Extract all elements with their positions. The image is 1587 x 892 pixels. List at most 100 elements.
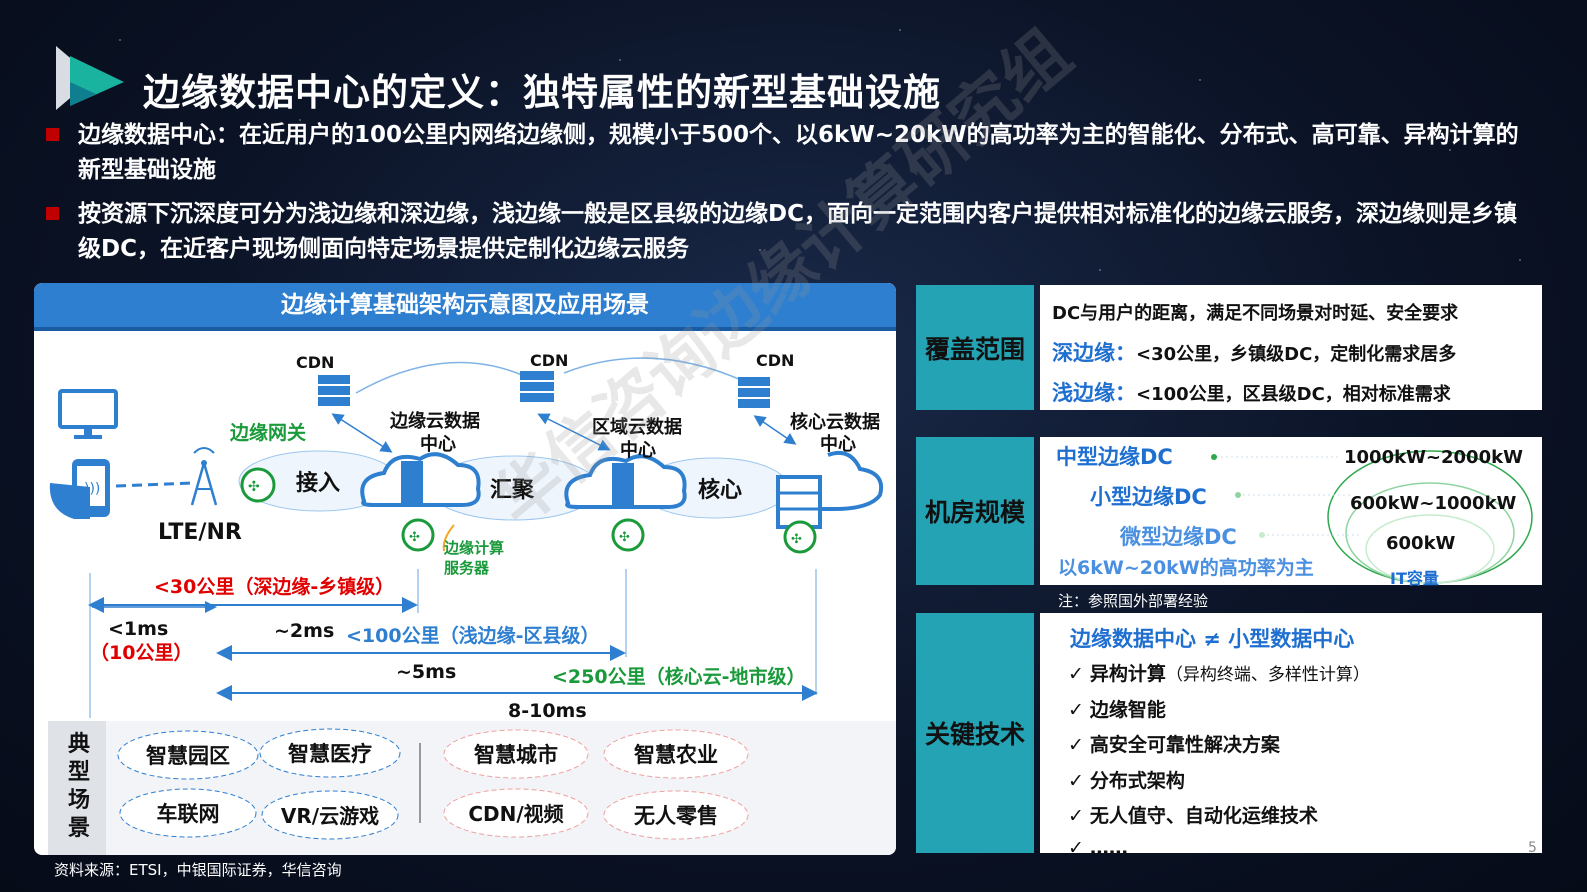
tech-list-item: ✓高安全可靠性解决方案 [1068, 730, 1370, 766]
edge-server-label-line2: 服务器 [444, 559, 490, 577]
scenario-pill: 无人零售 [603, 790, 749, 840]
tech-item-main: 边缘智能 [1089, 698, 1166, 721]
core-dc-label-line1: 核心云数据 [790, 411, 880, 433]
regional-cloud-dc-icon [564, 454, 687, 509]
scenario-pill: VR/云游戏 [261, 790, 399, 840]
tech-item-main: 分布式架构 [1089, 769, 1185, 792]
tech-heading: 边缘数据中心 ≠ 小型数据中心 [1070, 627, 1355, 651]
distance-250km-label: <250公里（核心云-地市级） [552, 665, 805, 688]
latency-2ms-label: ~2ms [274, 620, 334, 642]
deep-edge-key: 深边缘： [1052, 341, 1136, 365]
scenario-smart-park: 智慧园区 [146, 744, 230, 768]
tech-item-main: 异构计算 [1089, 663, 1166, 685]
micro-edge-dc: 微型边缘DC [1120, 525, 1237, 549]
distance-100km-label: <100公里（浅边缘-区县级） [346, 624, 599, 647]
scenario-smart-health: 智慧医疗 [288, 742, 372, 766]
tech-list-item: ✓分布式架构 [1068, 766, 1370, 802]
scenario-smart-city: 智慧城市 [474, 743, 558, 767]
svg-text:✣: ✣ [791, 532, 802, 547]
segment-core-label: 核心 [698, 477, 742, 503]
cdn-dc-arrow [753, 415, 797, 445]
scenario-cdn-video: CDN/视频 [468, 802, 563, 826]
tech-list-item: ✓异构计算（异构终端、多样性计算） [1068, 659, 1370, 695]
wireless-link-line [115, 481, 195, 488]
page-number: 5 [1528, 840, 1537, 856]
edge-dc-label-line1: 边缘云数据 [389, 410, 480, 432]
scenario-label-char: 场 [68, 788, 90, 813]
shallow-edge-value: <100公里，区县级DC，相对标准需求 [1136, 384, 1451, 405]
scale-label: 机房规模 [916, 437, 1034, 585]
deep-edge-value: <30公里，乡镇级DC，定制化需求居多 [1136, 344, 1457, 365]
tech-label: 关键技术 [916, 613, 1034, 853]
bullet-text: 边缘数据中心：在近用户的100公里内网络边缘侧，规模小于500个、以6kW~20… [78, 122, 1519, 183]
segment-access-label: 接入 [296, 471, 340, 496]
scenario-unmanned-retail: 无人零售 [634, 804, 718, 828]
tech-item-sub: （异构终端、多样性计算） [1165, 665, 1370, 685]
server-pointer-line [442, 524, 455, 552]
check-icon: ✓ [1068, 698, 1084, 721]
scenario-label-char: 景 [68, 816, 90, 841]
scenario-smart-agri: 智慧农业 [634, 743, 718, 767]
coverage-label: 覆盖范围 [916, 285, 1034, 410]
check-icon: ✓ [1068, 805, 1084, 827]
latency-8-10ms-label: 8-10ms [508, 700, 587, 722]
scenario-iov: 车联网 [157, 802, 220, 826]
scale-box: 中型边缘DC 小型边缘DC 微型边缘DC 以6kW~20kW的高功率为主 100… [1040, 437, 1542, 588]
scenario-pill: 智慧农业 [603, 729, 749, 779]
regional-dc-label-line2: 中心 [620, 439, 656, 461]
edge-gateway-label: 边缘网关 [229, 421, 306, 444]
capacity-tier-2: 600kW~1000kW [1350, 493, 1517, 514]
diagram-title: 边缘计算基础架构示意图及应用场景 [281, 292, 649, 318]
diagram-header: 边缘计算基础架构示意图及应用场景 [34, 283, 896, 327]
check-icon: ✓ [1068, 663, 1084, 685]
cdn-dc-arrow [537, 413, 611, 451]
edge-gateway-router-icon: ✣ [240, 467, 276, 503]
cdn-server-icon [738, 377, 770, 408]
scenario-pill: 智慧园区 [117, 730, 259, 780]
coverage-line1: DC与用户的距离，满足不同场景对时延、安全要求 [1052, 303, 1459, 324]
capacity-ring-outer [1327, 450, 1533, 584]
tech-list-item: ✓边缘智能 [1068, 695, 1370, 731]
coverage-shallow: 浅边缘：<100公里，区县级DC，相对标准需求 [1052, 377, 1451, 407]
svg-text:))): ))) [84, 481, 100, 497]
tech-item-main: 高安全可靠性解决方案 [1089, 734, 1280, 756]
leader-dot [1259, 532, 1265, 538]
scale-graphic [1211, 450, 1533, 584]
monitor-icon [58, 389, 118, 439]
edge-server-router-icon: ✣ [401, 518, 435, 552]
capacity-tier-1: 1000kW~2000kW [1344, 447, 1523, 468]
architecture-diagram-panel: 边缘计算基础架构示意图及应用场景 ))) [34, 283, 896, 855]
tech-item-main: 无人值守、自动化运维技术 [1089, 805, 1318, 827]
scenario-vr-gaming: VR/云游戏 [281, 804, 379, 828]
micro-power-note: 以6kW~20kW的高功率为主 [1058, 557, 1314, 579]
tech-list: ✓异构计算（异构终端、多样性计算）✓边缘智能✓高安全可靠性解决方案✓分布式架构✓… [1068, 659, 1370, 872]
tech-list-item: ✓…… [1068, 837, 1370, 873]
bullet-square-icon [46, 128, 59, 141]
cdn-link-arc [563, 357, 753, 386]
segment-aggregation-label: 汇聚 [490, 478, 535, 503]
coverage-box: DC与用户的距离，满足不同场景对时延、安全要求 深边缘：<30公里，乡镇级DC，… [1040, 285, 1542, 410]
cdn-server-icon [318, 375, 350, 406]
cdn-dc-arrow [331, 413, 393, 453]
regional-dc-label-line1: 区域云数据 [592, 416, 682, 438]
scenario-pill: 车联网 [119, 788, 257, 838]
radio-tower-icon [190, 447, 218, 506]
scale-footnote: 注：参照国外部署经验 [1058, 592, 1209, 610]
cdn-label: CDN [530, 351, 568, 370]
check-icon: ✓ [1068, 734, 1084, 756]
leader-dot [1235, 492, 1241, 498]
svg-text:✣: ✣ [619, 530, 630, 545]
architecture-diagram: ))) LTE/NR 边缘网关 ✣ 接入 汇聚 核心 [48, 351, 896, 855]
page-title: 边缘数据中心的定义：独特属性的新型基础设施 [143, 71, 941, 114]
coverage-deep: 深边缘：<30公里，乡镇级DC，定制化需求居多 [1052, 337, 1456, 367]
capacity-ring-inner [1365, 514, 1495, 584]
scenario-pill: 智慧医疗 [259, 728, 401, 778]
tech-box: 边缘数据中心 ≠ 小型数据中心 ✓异构计算（异构终端、多样性计算）✓边缘智能✓高… [1040, 613, 1542, 859]
scenario-label-box [48, 721, 106, 855]
source-note: 资料来源：ETSI，中银国际证券，华信咨询 [54, 861, 342, 879]
scenario-pill: 智慧城市 [443, 729, 589, 779]
shallow-edge-key: 浅边缘： [1052, 381, 1136, 405]
bullet-text: 按资源下沉深度可分为浅边缘和深边缘，浅边缘一般是区县级的边缘DC，面向一定范围内… [78, 201, 1517, 262]
latency-1ms-label: <1ms [108, 618, 168, 640]
leader-dot [1211, 454, 1217, 460]
